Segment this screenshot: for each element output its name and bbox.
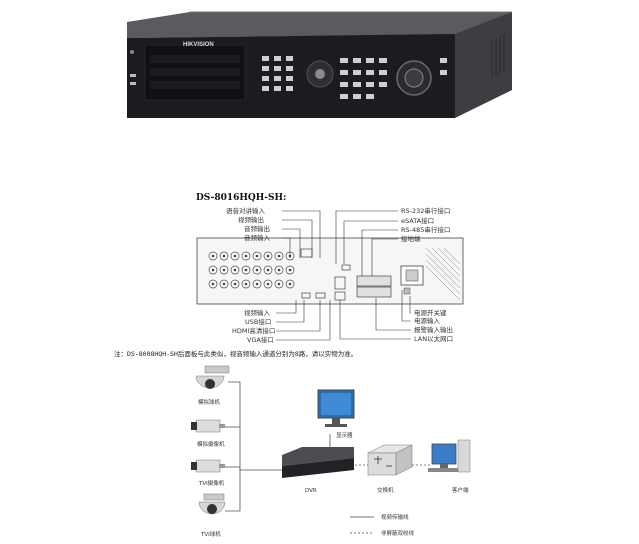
bnc-pin: [233, 254, 237, 258]
camera-label-analog: 模拟摄像机: [197, 440, 225, 448]
bnc-pin: [244, 282, 248, 286]
camera-label-tvi-dome: TVI球机: [200, 530, 221, 538]
bnc-pin: [244, 254, 248, 258]
label-audio-output: 音频输出: [244, 224, 270, 233]
camera-label-analog-dome: 模拟球机: [198, 398, 221, 406]
label-audio-input: 音频输入: [244, 233, 271, 242]
label-esata: eSATA接口: [401, 216, 434, 225]
monitor-label: 显示器: [336, 432, 353, 439]
bnc-pin: [222, 254, 226, 258]
client-label: 客户端: [452, 486, 469, 494]
side-vent: [491, 34, 505, 78]
label-video-input: 视频输入: [244, 308, 271, 317]
rear-panel-title: DS-8016HQH-SH:: [196, 193, 286, 203]
hdmi-port-icon: [315, 292, 326, 299]
bnc-pin: [266, 268, 270, 272]
bnc-pin: [211, 268, 215, 272]
legend: 视频传输线 非屏蔽双绞线: [350, 513, 415, 537]
label-ground: 接地端: [401, 234, 421, 243]
bnc-pin: [255, 282, 259, 286]
bnc-pin: [233, 268, 237, 272]
fan-grill: [425, 247, 461, 301]
label-power-input: 电源输入: [414, 316, 441, 325]
label-video-output: 视频输出: [238, 215, 264, 224]
bnc-pin: [266, 282, 270, 286]
rear-panel-note: 注：DS-8008HQH-SH后面板与此类似，视音频输入通道分别为8路，请以实物…: [114, 349, 357, 358]
bnc-pin: [266, 254, 270, 258]
legend-utp-cable: 非屏蔽双绞线: [381, 529, 415, 537]
usb-port-icon: [130, 74, 136, 77]
bnc-pin: [255, 254, 259, 258]
camera-label-tvi: TVI摄像机: [198, 479, 225, 487]
bnc-pin: [222, 282, 226, 286]
label-alarm-io: 报警输入输出: [414, 325, 453, 334]
tvi-dome-camera-icon: [198, 493, 226, 515]
dvr-front-unit: HIKVISION: [127, 11, 512, 118]
bnc-pin: [222, 268, 226, 272]
callout-lines: [276, 210, 411, 341]
bnc-pin: [233, 282, 237, 286]
tvi-camera-icon: [191, 459, 225, 473]
power-input-socket: [400, 265, 424, 295]
bnc-pin: [277, 268, 281, 272]
switch-icon: [367, 444, 413, 476]
bnc-pin: [244, 268, 248, 272]
bnc-pin: [277, 254, 281, 258]
bnc-pin: [288, 268, 292, 272]
analog-dome-camera-icon: [195, 365, 230, 389]
label-talk-input: 语音对讲输入: [226, 206, 266, 215]
bnc-pin: [211, 282, 215, 286]
front-button-cluster: [262, 56, 293, 91]
lan-port-icon: [334, 276, 346, 290]
label-lan: LAN以太网口: [414, 334, 453, 343]
label-rs232: RS-232串行接口: [401, 206, 450, 215]
label-power-switch: 电源开关键: [414, 308, 447, 317]
monitor-icon: [317, 389, 355, 427]
label-usb: USB接口: [245, 317, 271, 326]
dvr-icon: [282, 447, 354, 478]
bnc-pin: [288, 282, 292, 286]
bnc-pin: [255, 268, 259, 272]
legend-video-cable: 视频传输线: [381, 513, 409, 521]
client-pc-icon: [428, 439, 471, 473]
bnc-pin: [277, 282, 281, 286]
label-hdmi: HDMI高清接口: [232, 326, 275, 335]
bnc-pin: [211, 254, 215, 258]
analog-camera-icon: [191, 419, 225, 433]
label-rs485: RS-485串行接口: [401, 225, 450, 234]
jog-shuttle-dial: [396, 60, 432, 96]
brand-logo: HIKVISION: [183, 42, 214, 48]
front-nav-joystick: [306, 60, 334, 88]
switch-label: 交换机: [377, 486, 394, 494]
rear-panel-body: [196, 237, 464, 305]
label-vga: VGA接口: [247, 335, 274, 344]
alarm-terminal-block: [356, 275, 392, 298]
dvr-label: DVR: [305, 488, 317, 494]
